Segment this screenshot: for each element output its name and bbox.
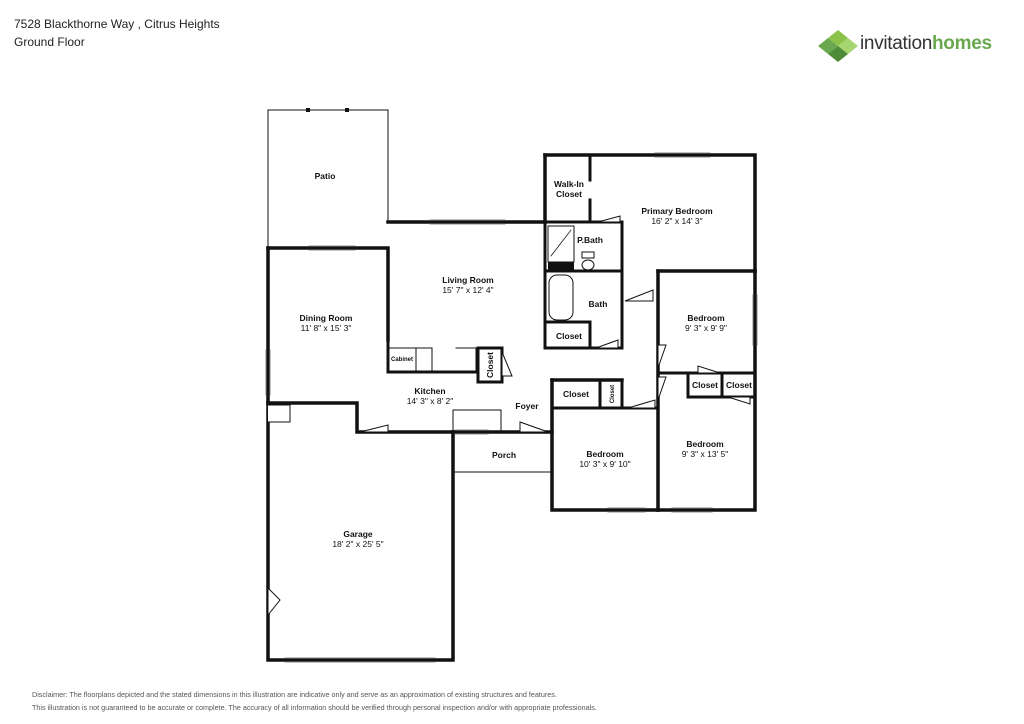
disclaimer-line-2: This illustration is not guaranteed to b… (32, 703, 597, 712)
logo-word-1: invitation (860, 33, 932, 54)
doors (267, 215, 751, 617)
porch-outline (452, 431, 553, 473)
logo-word-2: homes (932, 33, 992, 54)
porch-label: Porch (492, 450, 516, 460)
exterior-walls (266, 153, 757, 662)
vanity-fixture (548, 262, 574, 271)
logo-mark-icon (818, 30, 858, 62)
dining-room-dims: 11' 8" x 15' 3" (301, 323, 352, 333)
kitchen-dims: 14' 3" x 8' 2" (407, 396, 454, 406)
closet-se1-label: Closet (692, 380, 718, 390)
bedroom-se-dims: 9' 3" x 13' 5" (682, 449, 729, 459)
pbath-label: P.Bath (577, 235, 603, 245)
living-room-label: Living Room (442, 275, 494, 285)
cabinet-fixture (388, 347, 417, 373)
bedroom-mid-dims: 10' 3" x 9' 10" (579, 459, 630, 469)
kitchen-closet-label: Closet (485, 352, 495, 378)
patio-label: Patio (315, 171, 336, 181)
living-room-dims: 15' 7" x 12' 4" (442, 285, 493, 295)
address-title: 7528 Blackthorne Way , Citrus Heights (14, 17, 220, 31)
patio-outline (267, 108, 389, 249)
cabinet-label: Cabinet (391, 357, 413, 363)
bedroom-east-label: Bedroom (687, 313, 725, 323)
dining-room-label: Dining Room (300, 313, 353, 323)
walkin-closet-label-1: Walk-In (554, 179, 584, 189)
closet-mid2-label: Closet (610, 385, 616, 403)
disclaimer-line-1: Disclaimer: The floorplans depicted and … (32, 690, 557, 699)
bath-label: Bath (589, 299, 608, 309)
bedroom-mid-label: Bedroom (586, 449, 624, 459)
floor-label: Ground Floor (14, 35, 85, 49)
logo-wordmark: invitationhomes (860, 33, 992, 55)
primary-bedroom-dims: 16' 2" x 14' 3" (651, 216, 702, 226)
bedroom-east-dims: 9' 3" x 9' 9" (685, 323, 727, 333)
garage-dims: 18' 2" x 25' 5" (332, 539, 383, 549)
interior-walls (386, 153, 757, 410)
bath-closet-label: Closet (556, 331, 582, 341)
kitchen-island (452, 409, 502, 433)
garage-label: Garage (343, 529, 373, 539)
kitchen-counter (415, 347, 477, 373)
kitchen-label: Kitchen (414, 386, 445, 396)
closet-mid1-label: Closet (563, 389, 589, 399)
primary-bedroom-label: Primary Bedroom (641, 206, 713, 216)
foyer-label: Foyer (515, 401, 539, 411)
windows (265, 152, 758, 663)
walkin-closet-label-2: Closet (556, 189, 582, 199)
bathtub-fixture (548, 274, 574, 321)
brand-logo: invitationhomes (818, 28, 1008, 64)
bedroom-se-label: Bedroom (686, 439, 724, 449)
toilet-icon (581, 259, 595, 271)
closet-se2-label: Closet (726, 380, 752, 390)
